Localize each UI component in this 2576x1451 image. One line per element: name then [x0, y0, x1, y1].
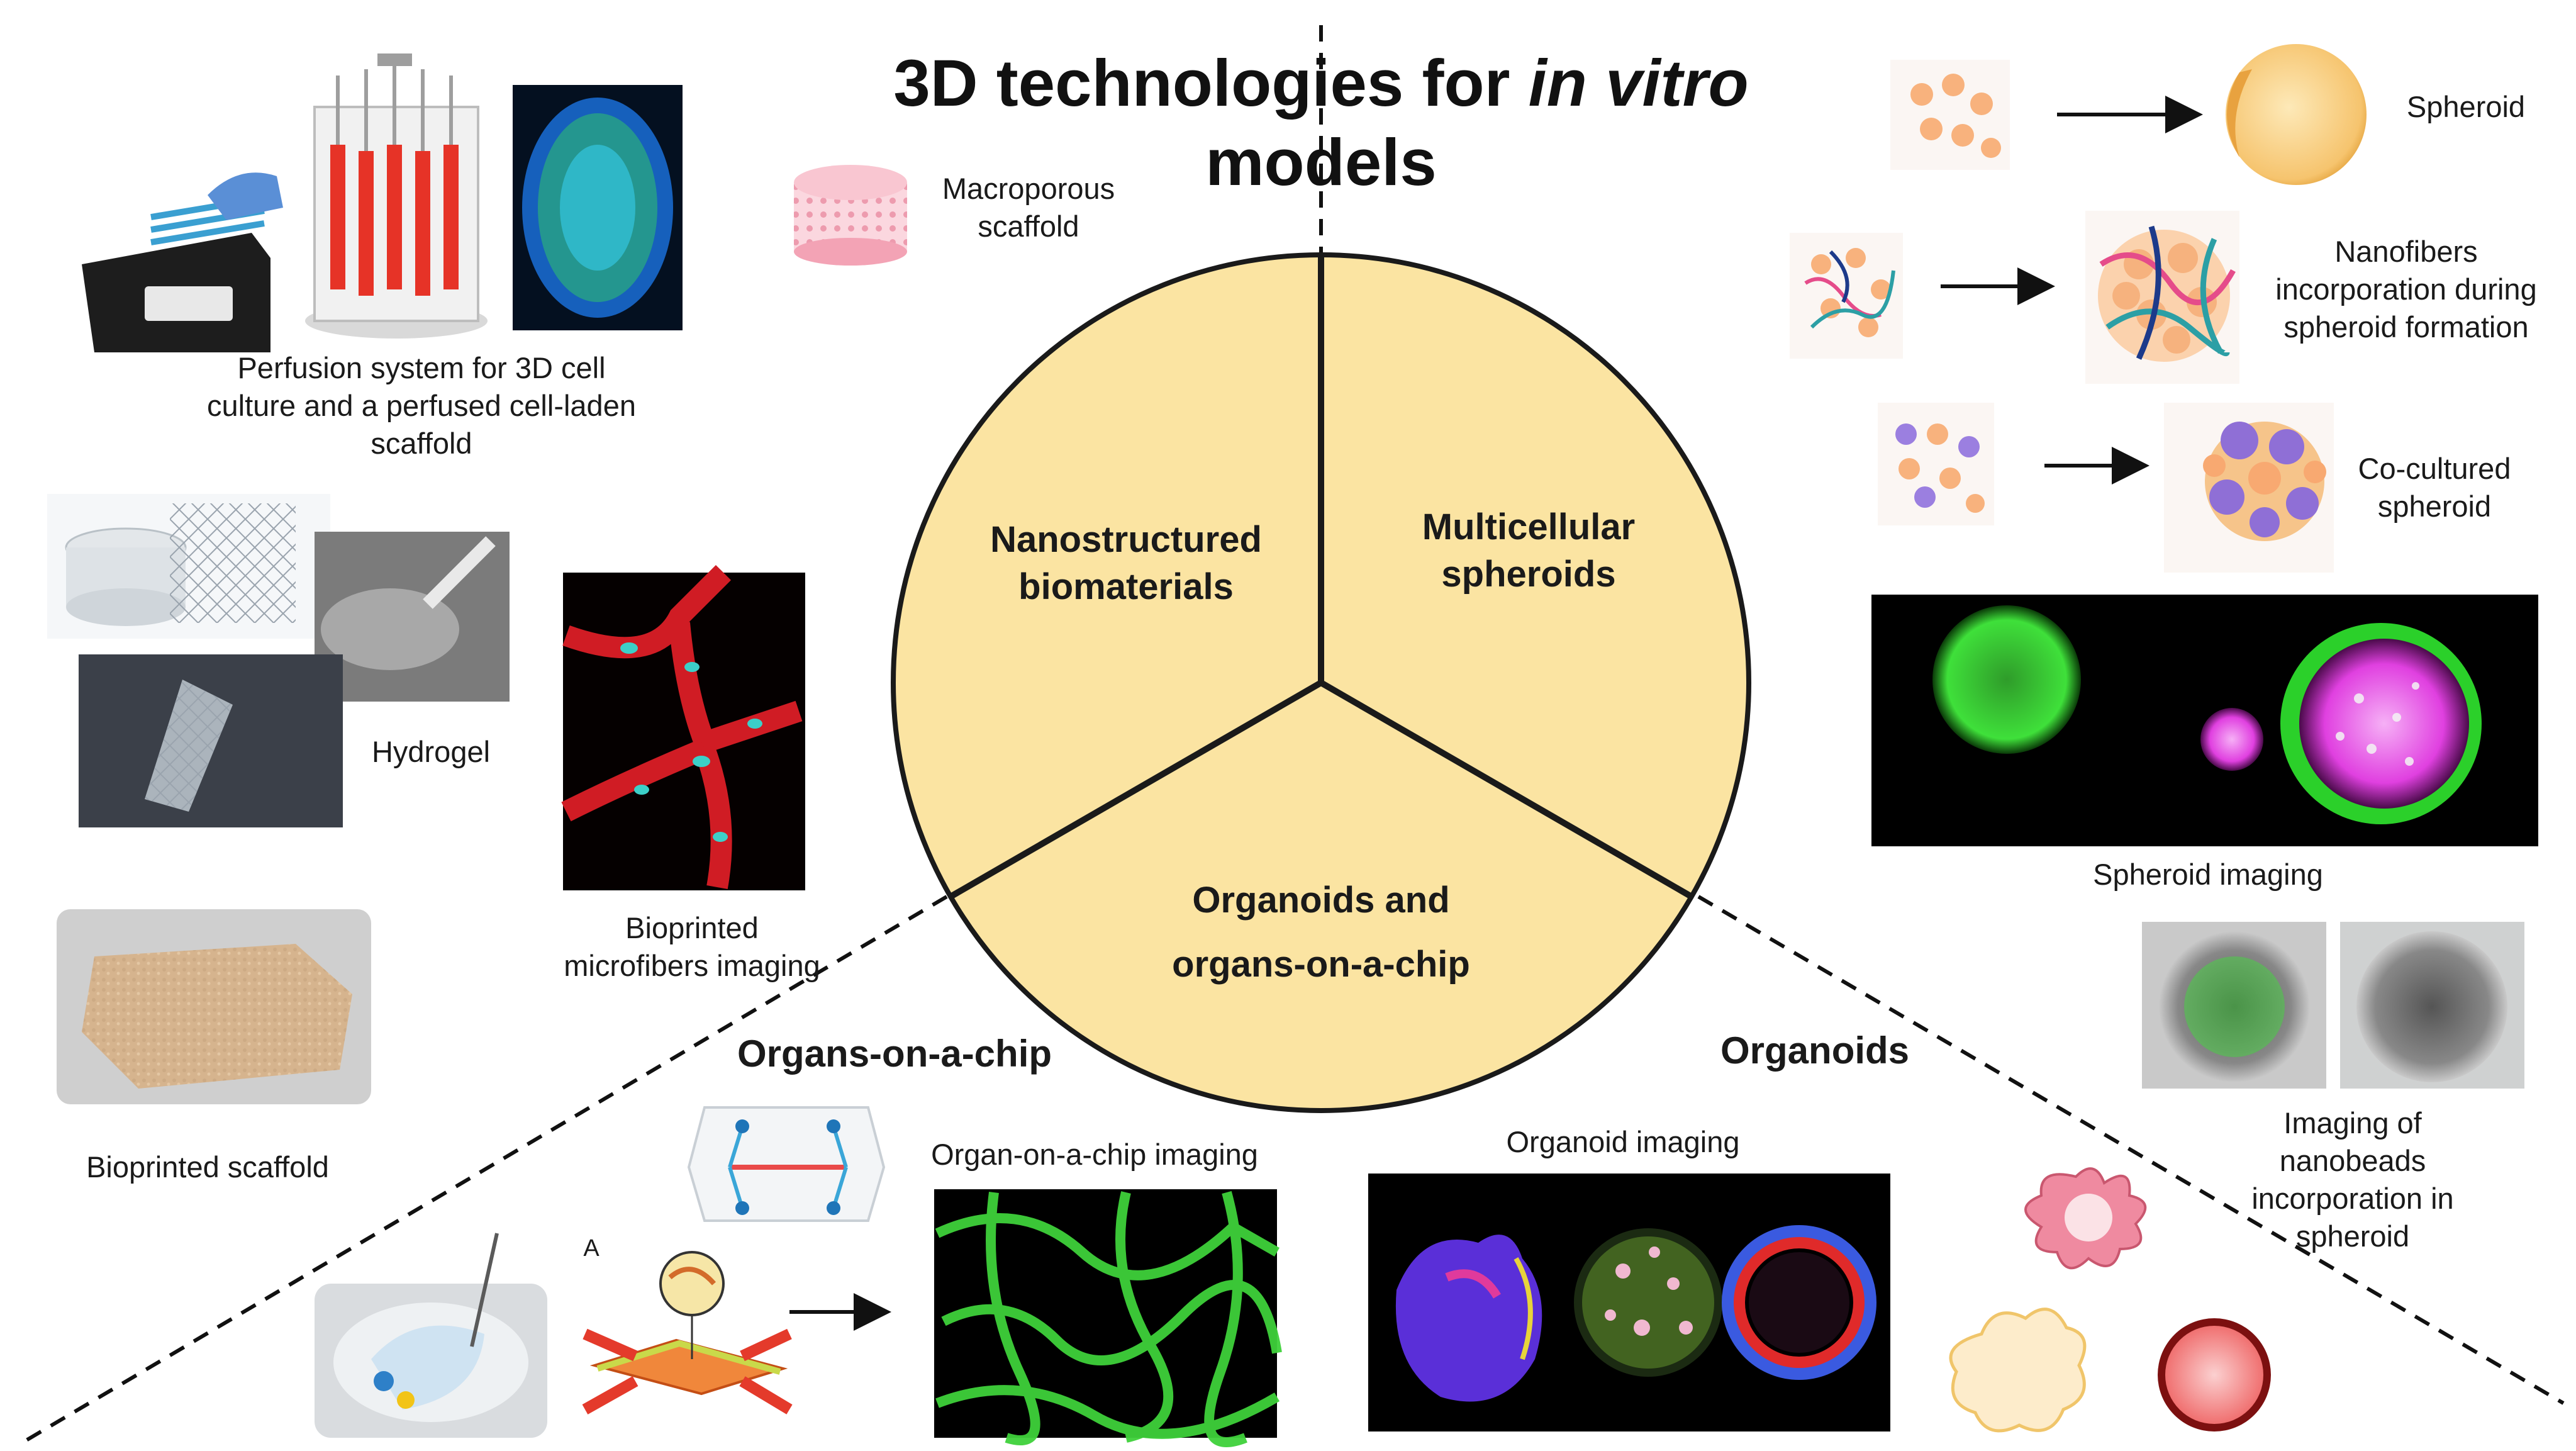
section-organs-on-a-chip: Organs-on-a-chip	[737, 1033, 1052, 1075]
spheroid-label: Spheroid	[2406, 90, 2526, 123]
bioprinted-scaffold-label: Bioprinted scaffold	[86, 1150, 329, 1184]
perfusion-system-label: Perfusion system for 3D cell culture and…	[207, 351, 636, 461]
segment-multicellular-spheroids: Multicellular spheroids	[1422, 507, 1636, 595]
segment-organoids-organs-on-chip: Organoids and organs-on-a-chip	[1172, 880, 1470, 985]
section-divider-lines	[24, 25, 2565, 1443]
ring-organoid-icon	[2158, 1318, 2271, 1431]
hydrogel-film-image	[79, 654, 343, 827]
bioprinted-scaffold-image	[57, 909, 371, 1104]
macroporous-scaffold-image	[794, 165, 907, 266]
nanofiber-spheroid-icon	[2085, 211, 2239, 384]
organ-chip-fluorescence-image	[934, 1189, 1282, 1447]
cocultured-spheroid-icon	[2164, 403, 2334, 573]
cocultured-spheroid-label: Co-cultured spheroid	[2358, 452, 2511, 524]
central-pie	[891, 252, 1751, 1113]
section-organoids: Organoids	[1720, 1029, 1910, 1072]
chip-panel-letter: A	[583, 1235, 599, 1262]
perfusion-device-image	[82, 172, 283, 352]
bioprinted-microfibers-image	[561, 564, 805, 890]
organoid-fluorescence-image	[1368, 1174, 1890, 1431]
organ-on-chip-imaging-label: Organ-on-a-chip imaging	[931, 1138, 1258, 1171]
bioprinted-microfibers-label: Bioprinted microfibers imaging	[564, 911, 820, 983]
nanobeads-imaging-label: Imaging of nanobeads incorporation in sp…	[2251, 1106, 2454, 1253]
chip-device-photo	[315, 1233, 547, 1438]
hydrogel-dish-image	[47, 494, 330, 639]
pie-divider-left	[949, 680, 1323, 900]
pie-divider-right	[1319, 680, 1693, 900]
nanofibers-incorporation-label: Nanofibers incorporation during spheroid…	[2275, 235, 2537, 344]
nanobeads-fluorescence-image	[2142, 922, 2326, 1089]
nanofiber-cells-icon	[1790, 233, 1903, 359]
perfused-scaffold-fluorescence-image	[513, 85, 683, 330]
chip-channel-schematic	[582, 1251, 793, 1415]
lobed-organoid-icon	[1949, 1308, 2087, 1433]
spheroid-icon	[2226, 44, 2367, 185]
spheroid-imaging-label: Spheroid imaging	[2093, 858, 2323, 891]
hydrogel-droplet-image	[315, 532, 510, 702]
dispersed-cells-icon	[1890, 60, 2010, 170]
segment-nanostructured-biomaterials: Nanostructured biomaterials	[990, 519, 1262, 608]
diagram-title: 3D technologies for in vitro models	[893, 47, 1749, 199]
organoid-imaging-label: Organoid imaging	[1506, 1125, 1740, 1158]
spheroid-fluorescence-image	[1871, 595, 2538, 846]
mixed-cells-icon	[1878, 403, 1994, 525]
perfusion-reservoir-image	[305, 53, 488, 339]
nanobeads-brightfield-image	[2340, 922, 2524, 1089]
chip-schematic-icon	[687, 1106, 886, 1222]
macroporous-scaffold-label: Macroporous scaffold	[942, 172, 1115, 244]
budding-organoid-icon	[2024, 1167, 2147, 1270]
hydrogel-label: Hydrogel	[371, 735, 491, 768]
